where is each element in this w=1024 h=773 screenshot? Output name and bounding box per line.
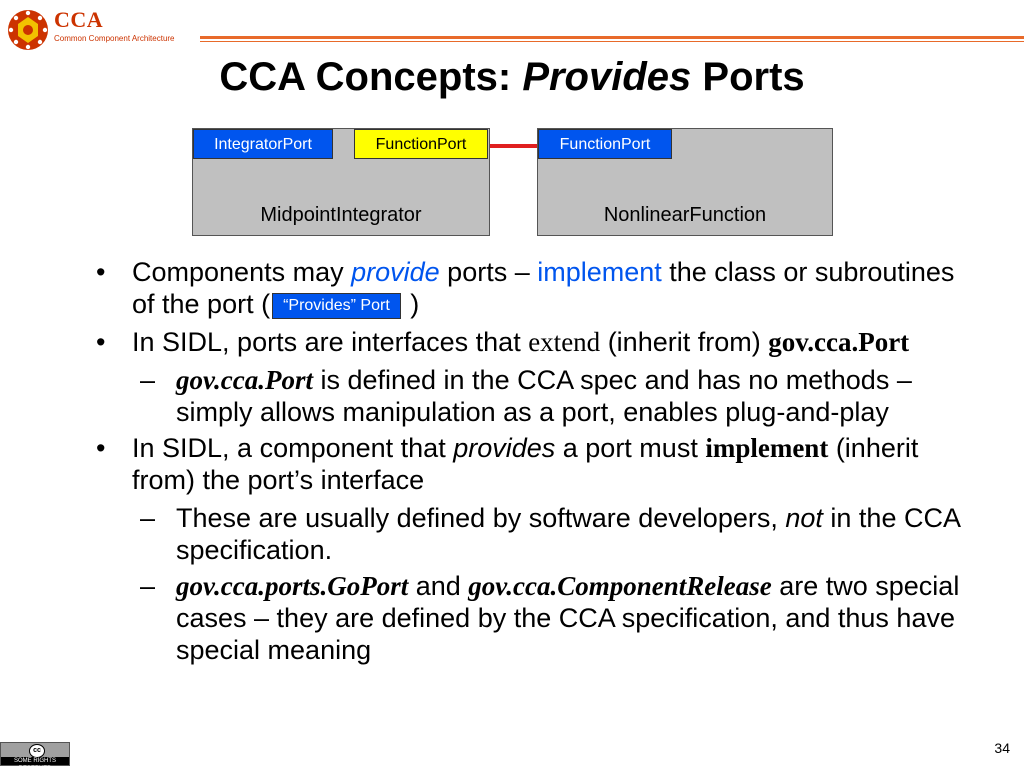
logo-subtitle: Common Component Architecture xyxy=(54,34,175,43)
bullet-text: the class or subroutines of the port ( xyxy=(132,257,955,319)
bullet-icon: • xyxy=(96,327,106,357)
bullet-text: In SIDL, a component that xyxy=(132,433,454,463)
bullet-emphasis: provide xyxy=(351,257,440,287)
header-rule-bottom xyxy=(200,41,1024,42)
bullet-icon: • xyxy=(96,257,106,287)
cc-icon: cc xyxy=(29,744,45,758)
bullet-text: and xyxy=(408,571,469,601)
port-connector xyxy=(490,144,538,148)
bullet-text: These are usually defined by software de… xyxy=(176,503,786,533)
title-part3: Ports xyxy=(691,55,805,99)
bullet-code: extend xyxy=(528,327,601,357)
component-label: MidpointIntegrator xyxy=(260,204,422,226)
logo-title: CCA xyxy=(54,7,104,32)
port-function-provides: FunctionPort xyxy=(538,129,672,159)
dash-icon: – xyxy=(140,365,156,395)
bullet-code: gov.cca.ports.GoPort xyxy=(176,571,409,601)
port-function-uses: FunctionPort xyxy=(354,129,488,159)
bullet-item: • In SIDL, a component that provides a p… xyxy=(96,432,976,496)
slide-title: CCA Concepts: Provides Ports xyxy=(0,52,1024,102)
bullet-code: gov.cca.ComponentRelease xyxy=(468,571,772,601)
slide-content: • Components may provide ports – impleme… xyxy=(96,256,976,670)
bullet-item: • Components may provide ports – impleme… xyxy=(96,256,976,320)
sub-bullet-item: – gov.cca.Port is defined in the CCA spe… xyxy=(96,364,976,428)
bullet-text: ports – xyxy=(439,257,538,287)
bullet-code: gov.cca.Port xyxy=(768,327,910,357)
bullet-emphasis: implement xyxy=(537,257,662,287)
provides-port-label: “Provides” Port xyxy=(272,293,401,319)
bullet-emphasis: provides xyxy=(453,433,556,463)
header-rule-top xyxy=(200,36,1024,39)
component-nonlinear-function: NonlinearFunction xyxy=(537,128,833,236)
license-text: SOME RIGHTS RESERVED xyxy=(1,757,69,772)
bullet-text: In SIDL, ports are interfaces that xyxy=(132,327,529,357)
bullet-text: (inherit from) xyxy=(600,327,769,357)
bullet-text: Components may xyxy=(132,257,352,287)
bullet-icon: • xyxy=(96,433,106,463)
title-part1: CCA Concepts: xyxy=(219,55,523,99)
bullet-text: a port must xyxy=(555,433,706,463)
bullet-emphasis: not xyxy=(785,503,823,533)
dash-icon: – xyxy=(140,571,156,601)
sub-bullet-item: – These are usually defined by software … xyxy=(96,502,976,566)
bullet-text: are two special cases – they are defined… xyxy=(176,571,960,665)
cca-logo-icon xyxy=(8,10,48,50)
bullet-code: implement xyxy=(705,433,829,463)
page-number: 34 xyxy=(994,740,1010,756)
title-emphasis: Provides xyxy=(522,55,692,99)
bullet-item: • In SIDL, ports are interfaces that ext… xyxy=(96,326,976,358)
port-integrator: IntegratorPort xyxy=(193,129,333,159)
dash-icon: – xyxy=(140,503,156,533)
component-label: NonlinearFunction xyxy=(603,204,767,226)
bullet-text: (inherit from) the port’s interface xyxy=(132,433,919,495)
bullet-code: gov.cca.Port xyxy=(176,365,313,395)
sub-bullet-item: – gov.cca.ports.GoPort and gov.cca.Compo… xyxy=(96,570,976,666)
bullet-text: ) xyxy=(402,289,420,319)
bullet-text: in the CCA specification. xyxy=(176,503,960,565)
creative-commons-badge[interactable]: cc SOME RIGHTS RESERVED xyxy=(0,742,70,772)
bullet-text: is defined in the CCA spec and has no me… xyxy=(176,365,912,427)
